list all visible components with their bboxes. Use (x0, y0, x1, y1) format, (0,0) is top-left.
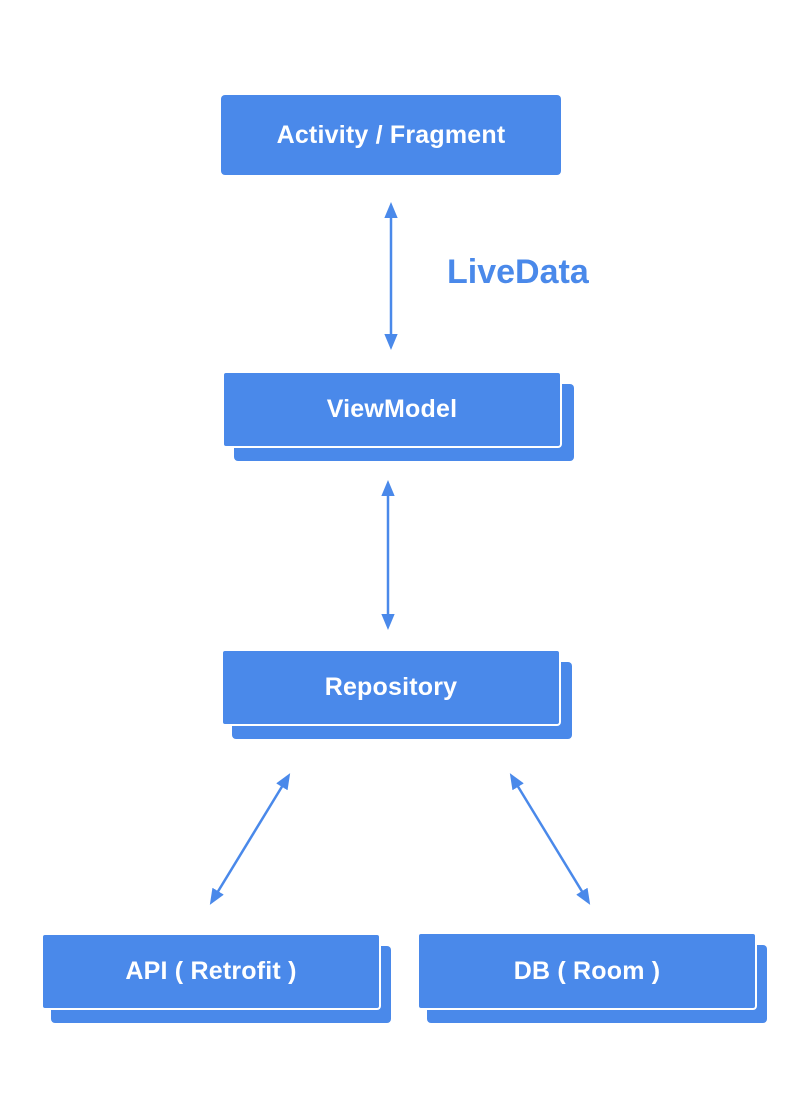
db-box: DB ( Room ) (417, 932, 757, 1010)
arrow-repository-db (509, 773, 591, 905)
api-box: API ( Retrofit ) (41, 933, 381, 1010)
arrow-repository-api (209, 773, 291, 905)
api-label: API ( Retrofit ) (125, 957, 297, 985)
db-label: DB ( Room ) (513, 956, 661, 985)
livedata-label: LiveData (447, 253, 589, 291)
viewmodel-label: ViewModel (326, 395, 458, 423)
repository-label: Repository (324, 673, 458, 701)
repository-box: Repository (221, 649, 561, 726)
viewmodel-box: ViewModel (222, 371, 562, 448)
activity-fragment-box: Activity / Fragment (221, 95, 561, 175)
activity-fragment-label: Activity / Fragment (276, 120, 506, 149)
